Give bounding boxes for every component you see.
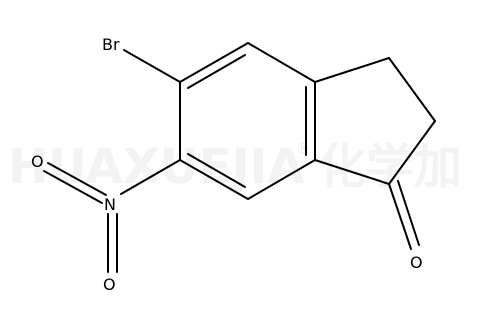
atom-label-carbonyl-oxygen: O [410,253,423,272]
atom-label-bromine: Br [102,35,120,54]
carbonyl-group [388,180,420,250]
bond-c5-br [123,49,181,83]
bond-c3a-c4 [247,42,316,83]
atom-label-nitro-oxygen-bottom: O [103,275,116,294]
bond-c4-c5 [179,42,249,83]
atom-label-nitrogen: N [104,195,116,214]
bond-c2-c1 [388,120,436,185]
bond-c1-c7a [314,159,390,185]
atom-label-nitro-oxygen-top: O [31,152,44,171]
nitro-group [43,159,181,273]
bond-c4-c5-inner [187,54,246,89]
benzene-ring [179,42,316,200]
watermark-registered-mark: ® [296,141,310,157]
bond-c3-c2 [388,57,436,122]
bond-c6-c7 [179,159,249,200]
watermark-latin: HUAXUEJIA [8,139,304,195]
cyclopentanone-ring [314,57,436,185]
bond-c6-c7-inner [187,153,246,188]
bond-c6-n [120,159,181,195]
bond-c1-o [388,183,412,250]
bond-c7-c7a [247,159,316,200]
bond-c3a-c3 [314,57,390,83]
watermark: HUAXUEJIA ® 化学加 [8,139,462,195]
bond-n-o-top-double [43,170,103,204]
bond-c1-o-double [397,180,420,246]
bond-n-o-top [47,162,107,196]
